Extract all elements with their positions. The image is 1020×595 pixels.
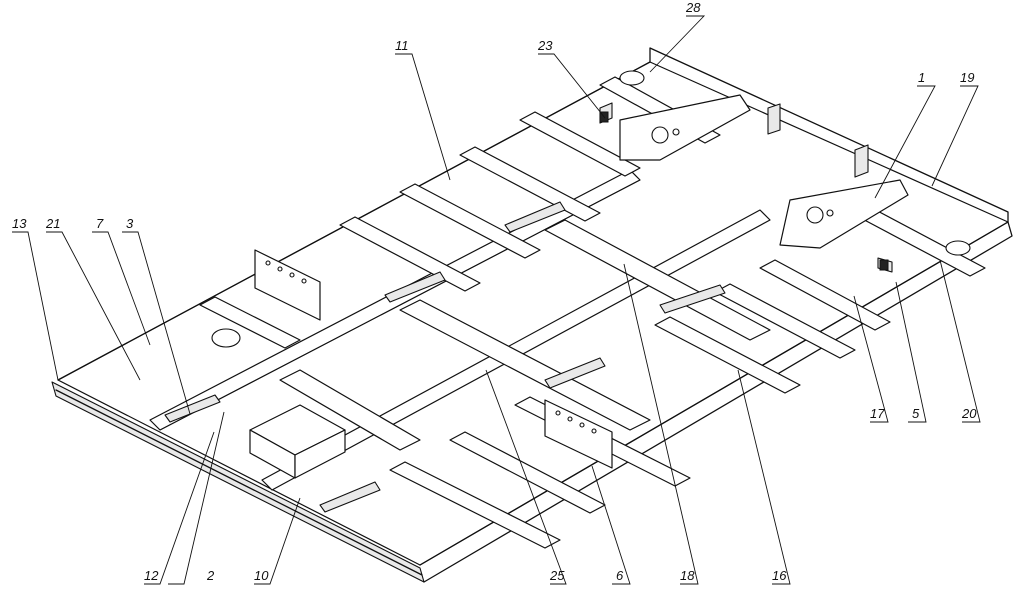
label-6: 6 xyxy=(616,568,624,583)
label-16: 16 xyxy=(772,568,787,583)
label-18: 18 xyxy=(680,568,695,583)
gusset-plates xyxy=(254,249,613,469)
label-28: 28 xyxy=(685,0,701,15)
label-5: 5 xyxy=(912,406,920,421)
label-10: 10 xyxy=(254,568,269,583)
leader-lines xyxy=(12,15,981,585)
label-23: 23 xyxy=(537,38,553,53)
label-13: 13 xyxy=(12,216,27,231)
label-7: 7 xyxy=(96,216,104,231)
label-2: 2 xyxy=(206,568,215,583)
label-12: 12 xyxy=(144,568,159,583)
round-openings xyxy=(211,70,971,348)
label-3: 3 xyxy=(126,216,134,231)
label-17: 17 xyxy=(870,406,885,421)
label-11: 11 xyxy=(395,38,409,53)
brackets xyxy=(164,201,726,513)
label-1: 1 xyxy=(918,70,925,85)
label-20: 20 xyxy=(961,406,977,421)
rear-stubs xyxy=(599,102,893,273)
callout-labels: 1 2 3 5 6 7 10 11 12 13 16 17 18 19 20 2… xyxy=(12,0,977,583)
cross-members-front xyxy=(279,206,986,549)
label-21: 21 xyxy=(45,216,60,231)
box-part xyxy=(249,404,346,479)
label-25: 25 xyxy=(549,568,565,583)
label-19: 19 xyxy=(960,70,974,85)
cross-members-rear xyxy=(199,76,721,349)
